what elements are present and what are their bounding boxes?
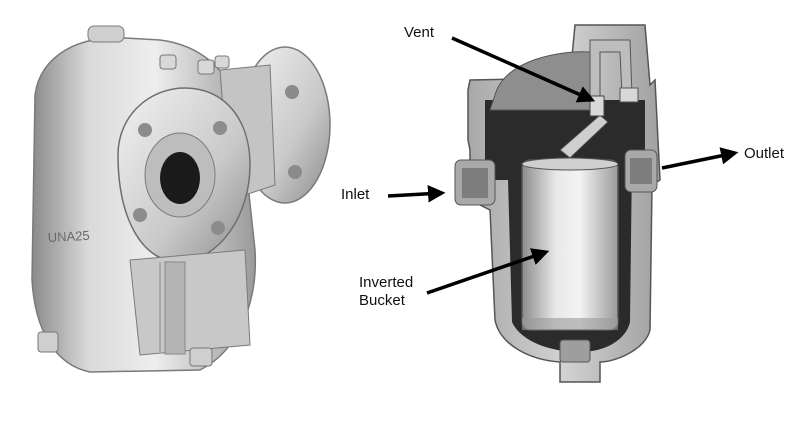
inverted-bucket-cutaway (454, 24, 661, 383)
vent-arrow (451, 36, 596, 103)
inlet-arrow (387, 185, 446, 203)
bucket-arrow (426, 248, 550, 295)
top-lug (87, 25, 125, 43)
inverted-bucket-label-line2: Bucket (359, 292, 405, 309)
inlet-label: Inlet (341, 186, 370, 203)
inverted-bucket-label: Inverted Bucket (359, 274, 413, 310)
inverted-bucket (521, 157, 619, 331)
inlet-bore (160, 152, 200, 204)
inverted-bucket-label-line1: Inverted (359, 274, 414, 291)
outlet-arrow (661, 147, 739, 170)
inlet-flange (117, 87, 251, 263)
casting-mark: UNA25 (47, 228, 90, 245)
vent-label: Vent (404, 24, 435, 41)
callout-arrows (387, 36, 739, 295)
outlet-label: Outlet (744, 145, 785, 162)
steam-trap-photo: UNA25 (31, 25, 331, 373)
